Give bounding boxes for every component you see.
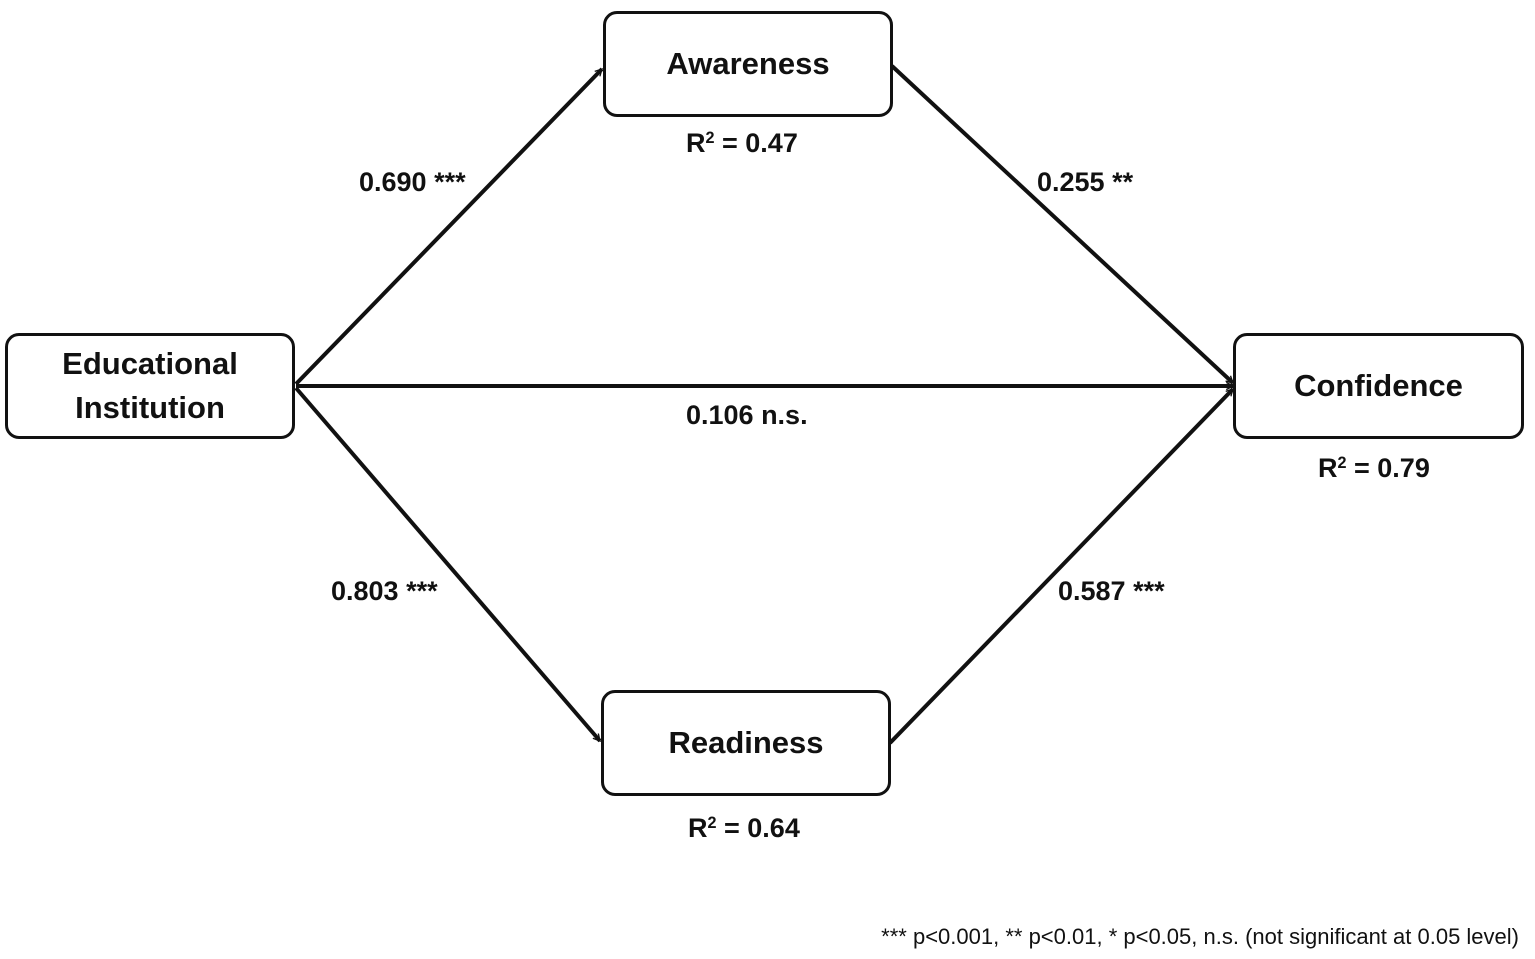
r2-readiness-value: = 0.64 [716, 813, 800, 843]
coef-readiness-to-confidence: 0.587 *** [1058, 576, 1165, 606]
coef-institution-to-confidence: 0.106 n.s. [686, 400, 808, 430]
arrow-institution-to-readiness [294, 386, 602, 743]
r2-confidence-prefix: R [1318, 453, 1338, 483]
r2-readiness-prefix: R [688, 813, 708, 843]
r2-readiness: R2 = 0.64 [688, 812, 800, 844]
node-educational-institution: Educational Institution [5, 333, 295, 439]
r2-awareness-value: = 0.47 [714, 128, 798, 158]
r2-confidence-value: = 0.79 [1346, 453, 1430, 483]
arrow-institution-to-awareness [294, 67, 604, 386]
node-confidence: Confidence [1233, 333, 1524, 439]
r2-confidence: R2 = 0.79 [1318, 452, 1430, 484]
r2-readiness-sup: 2 [707, 814, 717, 833]
significance-footnote: *** p<0.001, ** p<0.01, * p<0.05, n.s. (… [881, 924, 1519, 949]
coef-institution-to-readiness: 0.803 *** [331, 576, 438, 606]
r2-awareness-prefix: R [686, 128, 706, 158]
coef-institution-to-awareness: 0.690 *** [359, 167, 466, 197]
node-educational-institution-line-2: Institution [75, 390, 225, 425]
arrow-readiness-to-confidence [888, 387, 1235, 745]
coef-awareness-to-confidence: 0.255 ** [1037, 167, 1134, 197]
node-awareness: Awareness [603, 11, 893, 117]
r2-awareness-sup: 2 [705, 129, 715, 148]
node-educational-institution-line-1: Educational [62, 346, 238, 381]
node-readiness-label: Readiness [668, 725, 824, 760]
r2-confidence-sup: 2 [1337, 454, 1347, 473]
node-awareness-label: Awareness [666, 46, 830, 81]
arrow-awareness-to-confidence [890, 64, 1235, 385]
node-confidence-label: Confidence [1294, 368, 1463, 403]
node-readiness: Readiness [601, 690, 891, 796]
r2-awareness: R2 = 0.47 [686, 127, 798, 159]
